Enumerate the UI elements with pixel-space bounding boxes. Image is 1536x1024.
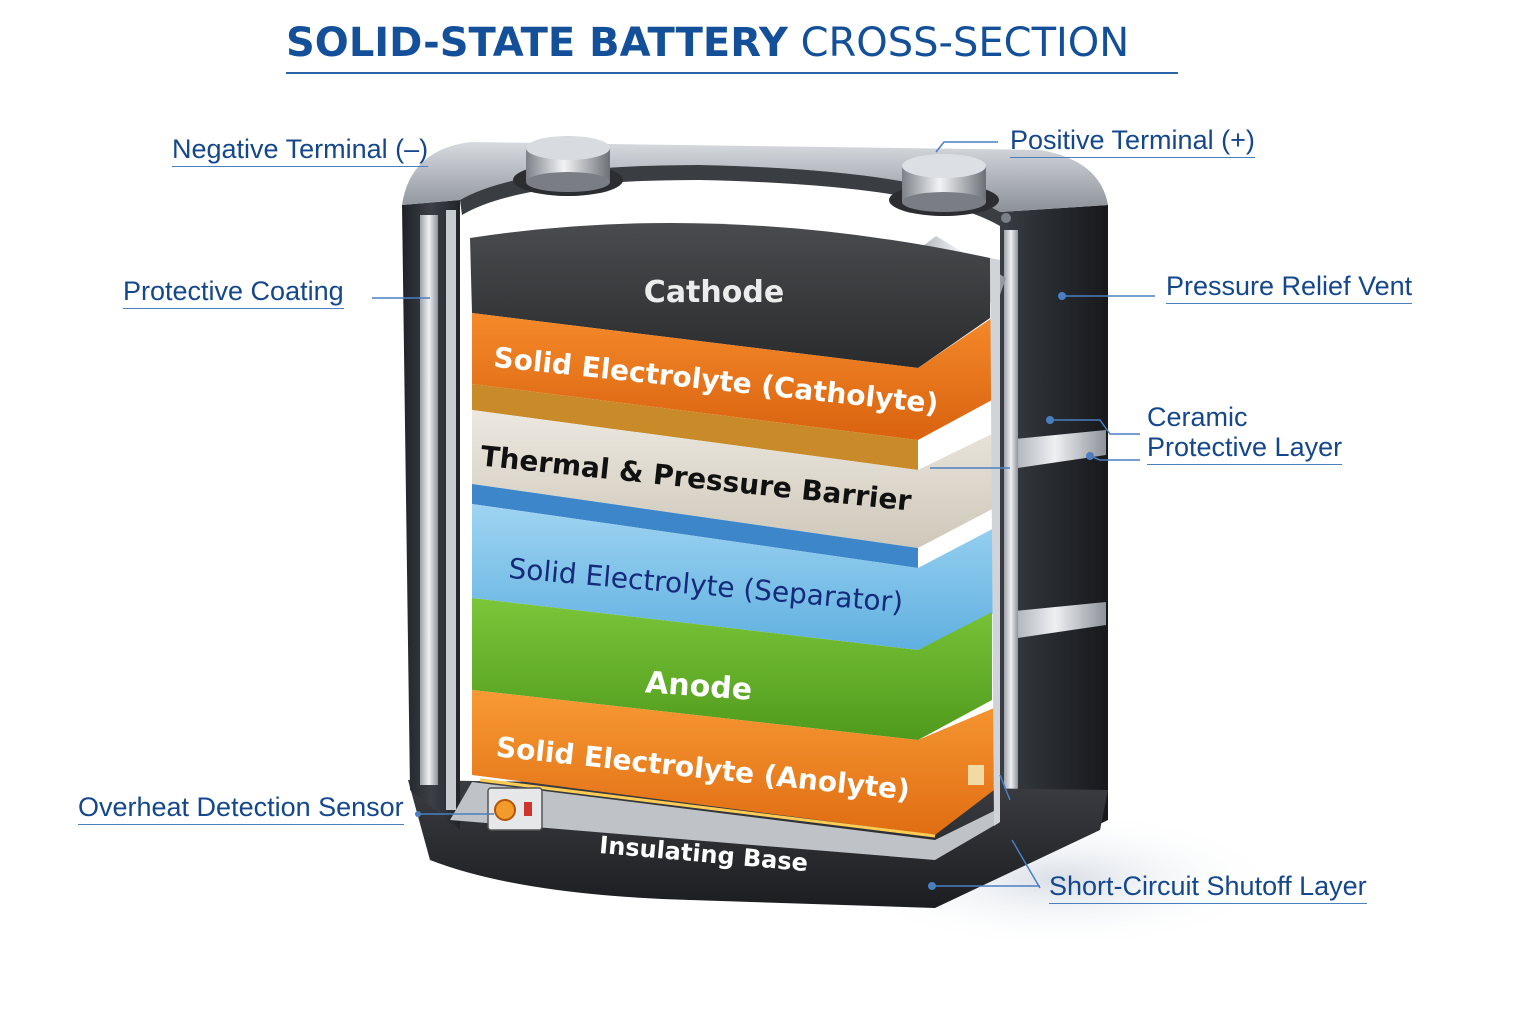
callout-short-circuit-shutoff: Short-Circuit Shutoff Layer	[1049, 871, 1367, 905]
vent-dot	[1001, 213, 1011, 223]
label-cathode: Cathode	[644, 275, 784, 310]
callout-negative-terminal: Negative Terminal (–)	[172, 134, 429, 168]
ceramic-line-1: Ceramic	[1147, 402, 1248, 432]
layer-anolyte	[472, 690, 994, 835]
base-glow-line	[479, 778, 936, 838]
leader-lines	[372, 141, 1155, 889]
label-anode: Anode	[644, 665, 753, 707]
left-inner-trim	[446, 210, 456, 810]
leader-dots	[415, 292, 1094, 890]
left-trim	[420, 215, 438, 785]
callout-ceramic-protective-layer: Ceramic Protective Layer	[1147, 402, 1343, 466]
title-bold: SOLID-STATE BATTERY	[286, 20, 788, 66]
layer-separator	[472, 504, 1000, 650]
layer-catholyte	[472, 313, 992, 440]
shutoff-tab	[968, 765, 984, 785]
layer-barrier-strip	[472, 484, 918, 568]
layer-anode	[472, 598, 992, 740]
layer-right-edge	[990, 258, 1000, 826]
positive-terminal-post	[889, 154, 999, 216]
side-band-upper	[1004, 430, 1106, 470]
page-title: SOLID-STATE BATTERY CROSS-SECTION	[286, 14, 1178, 74]
side-trim	[1004, 230, 1018, 830]
callout-protective-coating: Protective Coating	[123, 276, 344, 310]
ceramic-line-2: Protective Layer	[1147, 432, 1343, 463]
callout-positive-terminal: Positive Terminal (+)	[1010, 125, 1255, 159]
overheat-sensor-device	[487, 787, 543, 831]
layer-catholyte-strip	[472, 384, 918, 470]
side-band-lower	[1004, 602, 1106, 640]
callout-overheat-sensor: Overheat Detection Sensor	[78, 792, 404, 826]
layer-cathode	[470, 222, 990, 368]
title-regular: CROSS-SECTION	[800, 20, 1130, 66]
callout-pressure-relief-vent: Pressure Relief Vent	[1166, 271, 1413, 305]
casing-right-panel	[1000, 205, 1108, 872]
layer-barrier	[472, 410, 1000, 548]
base-plate	[450, 782, 1000, 860]
negative-terminal-post	[513, 136, 623, 196]
